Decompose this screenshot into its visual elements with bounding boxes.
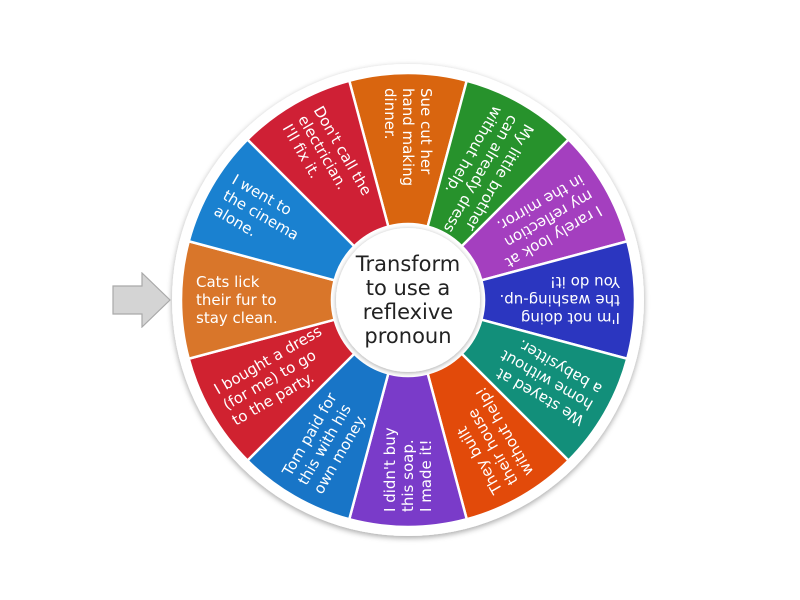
wheel-segment-text: hand making: [399, 88, 417, 186]
wheel-segment-text: stay clean.: [196, 309, 278, 327]
wheel-center-line: pronoun: [364, 324, 451, 348]
wheel-center-disc: [336, 228, 480, 372]
wheel-segment-text: Cats lick: [196, 273, 260, 291]
wheel-segment-text: this soap.: [399, 439, 417, 512]
wheel-segment-text: dinner.: [381, 88, 399, 140]
wheel-segment-text: I'm not doing: [521, 309, 620, 327]
arrow-right-icon[interactable]: [112, 272, 172, 328]
wheel-segment-text: Sue cut her: [417, 88, 435, 175]
wheel-center-line: Transform: [355, 252, 460, 276]
wheel-segment-text: I made it!: [417, 439, 435, 512]
wheel-segment-slice: [245, 79, 390, 249]
wheel-segment-text: their fur to: [196, 291, 277, 309]
wheel-segment-text: I didn't buy: [381, 427, 399, 512]
wheel-segment-text: the washing-up.: [499, 291, 620, 309]
wheel-center-line: to use a: [366, 276, 450, 300]
wheel-center-line: reflexive: [363, 300, 453, 324]
wheel-segment-text: You do it!: [550, 273, 621, 291]
wheel-pointer: [112, 272, 171, 328]
